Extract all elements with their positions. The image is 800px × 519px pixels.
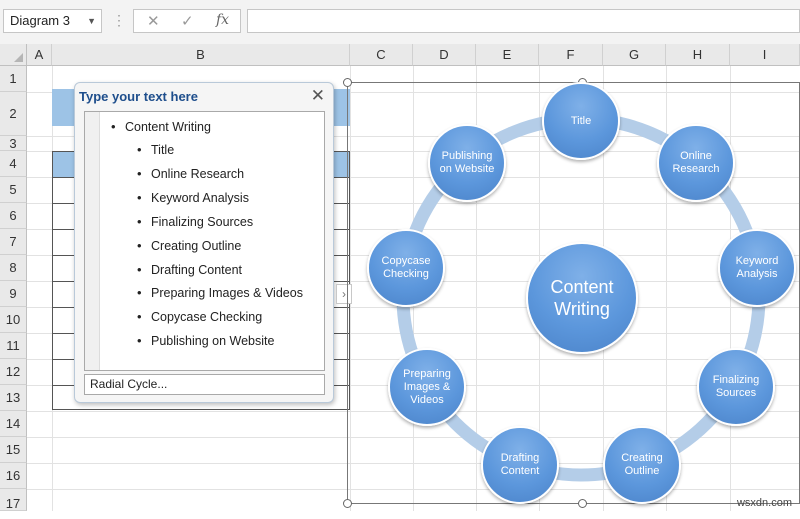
row-header-16[interactable]: 16 [0, 463, 27, 489]
formula-bar: Diagram 3 ▼ ⋮ ✕ ✓ fx [0, 0, 800, 44]
column-header-g[interactable]: G [603, 44, 666, 66]
formula-actions: ✕ ✓ fx [133, 9, 241, 33]
list-item[interactable]: Keyword Analysis [137, 190, 249, 205]
cycle-node[interactable]: Creating Outline [603, 426, 681, 504]
column-header-f[interactable]: F [539, 44, 603, 66]
row-header-10[interactable]: 10 [0, 307, 27, 333]
row-header-3[interactable]: 3 [0, 136, 27, 151]
node-label: Title [570, 114, 592, 127]
formula-input[interactable] [247, 9, 800, 33]
list-item-level1[interactable]: Content Writing [111, 119, 211, 134]
node-label: Creating Outline [621, 452, 663, 477]
cycle-node[interactable]: Drafting Content [481, 426, 559, 504]
column-header-h[interactable]: H [666, 44, 730, 66]
name-box[interactable]: Diagram 3 ▼ [3, 9, 102, 33]
node-label: Drafting Content [500, 452, 540, 477]
list-margin [85, 112, 100, 370]
gridline [27, 177, 800, 178]
column-header-d[interactable]: D [413, 44, 476, 66]
list-item[interactable]: Finalizing Sources [137, 214, 253, 229]
gridline [27, 136, 800, 137]
column-header-e[interactable]: E [476, 44, 539, 66]
table-border [52, 151, 53, 410]
resize-handle[interactable] [343, 78, 352, 87]
node-label: Online Research [672, 150, 720, 175]
gridline [27, 489, 800, 490]
row-header-14[interactable]: 14 [0, 411, 27, 437]
column-header-a[interactable]: A [27, 44, 52, 66]
gridline [27, 307, 800, 308]
text-pane-title: Type your text here [79, 89, 198, 104]
gridline [476, 66, 477, 511]
row-header-9[interactable]: 9 [0, 281, 27, 307]
gridline [666, 66, 667, 511]
cycle-node[interactable]: Copycase Checking [367, 229, 445, 307]
gridline [27, 92, 800, 93]
list-item[interactable]: Copycase Checking [137, 309, 262, 324]
watermark: wsxdn.com [736, 497, 792, 509]
row-header-17[interactable]: 17 [0, 489, 27, 511]
cycle-node[interactable]: Preparing Images & Videos [388, 348, 466, 426]
gridline [27, 203, 800, 204]
name-box-value: Diagram 3 [10, 13, 70, 28]
cancel-icon[interactable]: ✕ [147, 13, 160, 30]
list-item[interactable]: Publishing on Website [137, 333, 275, 348]
close-icon[interactable]: ✕ [310, 86, 325, 105]
row-header-15[interactable]: 15 [0, 437, 27, 463]
cycle-node[interactable]: Publishing on Website [428, 124, 506, 202]
table-border [52, 409, 350, 410]
cycle-node[interactable]: Finalizing Sources [697, 348, 775, 426]
cycle-node[interactable]: Keyword Analysis [718, 229, 796, 307]
more-dots-icon: ⋮ [112, 12, 126, 28]
list-item[interactable]: Creating Outline [137, 238, 241, 253]
gridline [27, 437, 800, 438]
resize-handle[interactable] [343, 499, 352, 508]
list-item[interactable]: Preparing Images & Videos [137, 285, 303, 300]
node-label: Publishing on Website [439, 150, 495, 175]
row-header-1[interactable]: 1 [0, 66, 27, 92]
row-header-12[interactable]: 12 [0, 359, 27, 385]
row-header-2[interactable]: 2 [0, 92, 27, 136]
list-item[interactable]: Title [137, 142, 174, 157]
row-header-8[interactable]: 8 [0, 255, 27, 281]
layout-name-link[interactable]: Radial Cycle... [84, 374, 325, 395]
cycle-node[interactable]: Online Research [657, 124, 735, 202]
row-header-6[interactable]: 6 [0, 203, 27, 229]
node-label: Copycase Checking [381, 255, 431, 280]
row-header-13[interactable]: 13 [0, 385, 27, 411]
select-all-corner[interactable] [0, 44, 27, 66]
center-node-label: Content Writing [550, 277, 614, 319]
chevron-down-icon[interactable]: ▼ [87, 16, 96, 26]
column-header-b[interactable]: B [52, 44, 350, 66]
resize-handle[interactable] [578, 499, 587, 508]
cycle-node[interactable]: Title [542, 82, 620, 160]
list-item[interactable]: Drafting Content [137, 262, 242, 277]
gridline [27, 333, 800, 334]
row-header-7[interactable]: 7 [0, 229, 27, 255]
table-border [349, 151, 350, 410]
text-pane-list[interactable]: Content Writing Title Online Research Ke… [84, 111, 325, 371]
gridline [27, 463, 800, 464]
column-header-i[interactable]: I [730, 44, 800, 66]
center-node[interactable]: Content Writing [526, 242, 638, 354]
node-label: Keyword Analysis [735, 255, 779, 280]
column-header-c[interactable]: C [350, 44, 413, 66]
gridline [27, 151, 800, 152]
smartart-diagram[interactable]: Content Writing Title Online Research Ke… [343, 78, 800, 511]
list-item[interactable]: Online Research [137, 166, 244, 181]
smartart-text-pane[interactable]: Type your text here ✕ Content Writing Ti… [74, 82, 334, 403]
row-header-11[interactable]: 11 [0, 333, 27, 359]
chevron-right-icon[interactable]: › [336, 284, 352, 304]
row-header-4[interactable]: 4 [0, 151, 27, 177]
node-label: Finalizing Sources [712, 374, 760, 399]
node-label: Preparing Images & Videos [403, 367, 451, 406]
enter-icon[interactable]: ✓ [181, 13, 194, 30]
insert-function-icon[interactable]: fx [216, 12, 230, 28]
row-header-5[interactable]: 5 [0, 177, 27, 203]
